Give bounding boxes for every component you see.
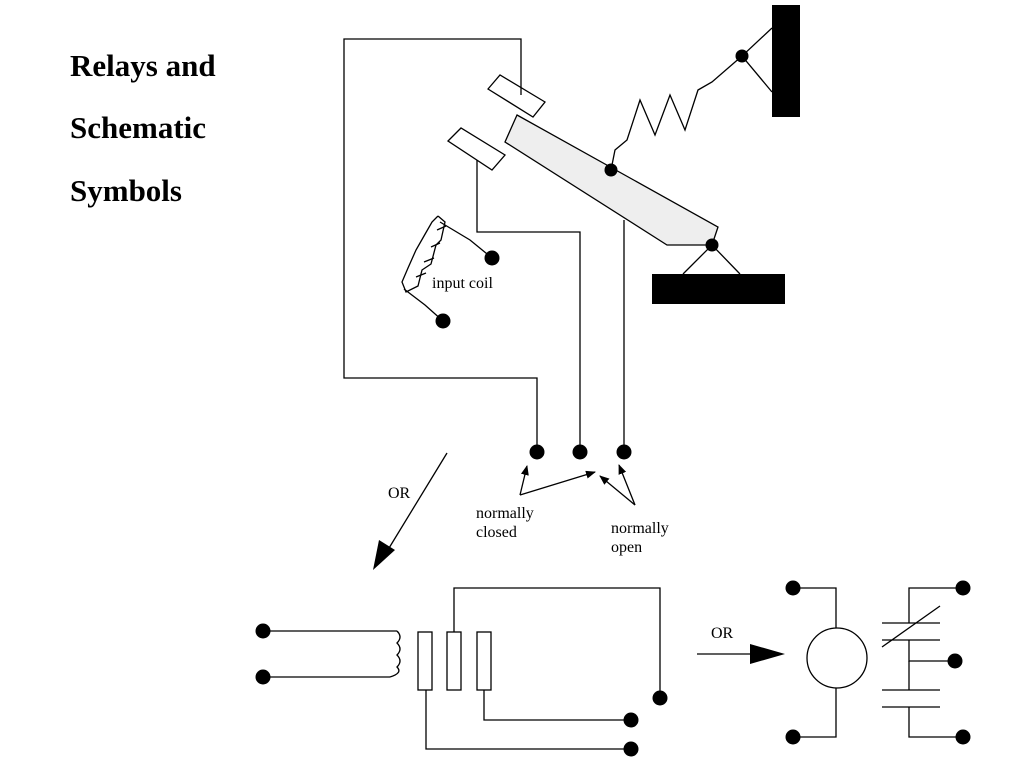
coil-lead-bottom — [403, 288, 444, 322]
coil-terminal-bottom — [435, 313, 451, 329]
schematic-coil-terminal-bottom — [785, 729, 801, 745]
wire-middle-bar — [453, 587, 661, 698]
or-label-1: OR — [388, 485, 411, 502]
schematic-terminal-nc — [955, 580, 971, 596]
coil-terminal-lower — [255, 669, 271, 685]
schematic-coil-terminal-top — [785, 580, 801, 596]
nc-pointer — [519, 465, 529, 496]
normally-open-label-2: open — [611, 539, 642, 556]
no-pointer — [618, 464, 636, 506]
schematic-relay-symbol — [785, 580, 971, 745]
or-label-2: OR — [711, 625, 734, 642]
wire-right-bar — [483, 690, 631, 721]
wire-left-bar — [425, 690, 631, 750]
contact-bar-right — [476, 631, 492, 691]
or-arrow-horizontal-head — [750, 644, 785, 664]
semi-pictorial-relay — [255, 587, 668, 757]
pictorial-relay — [343, 5, 800, 506]
input-coil — [401, 215, 493, 322]
coil-circle — [806, 627, 868, 689]
title-line-2: Schematic — [70, 110, 207, 145]
coil-terminal-top — [484, 250, 500, 266]
semi-terminal-3 — [623, 741, 639, 757]
normally-closed-label-2: closed — [476, 524, 517, 541]
coil-winding — [389, 630, 401, 678]
input-coil-label: input coil — [432, 275, 493, 292]
coil-terminal-upper — [255, 623, 271, 639]
title-line-3: Symbols — [70, 173, 182, 208]
semi-terminal-1 — [652, 690, 668, 706]
contact-bar-middle — [446, 631, 462, 691]
or-arrow-diagonal — [373, 452, 448, 570]
spring — [610, 55, 743, 171]
upper-contact-plate — [487, 74, 546, 118]
armature — [504, 114, 719, 246]
terminal-common — [572, 444, 588, 460]
nc-contact-wire-top — [908, 587, 963, 623]
no-contact-wire-bottom — [908, 707, 963, 738]
or-arrow-diagonal-head — [373, 540, 395, 570]
nc-contact-slash — [881, 605, 941, 648]
coil-lead-top — [439, 221, 493, 259]
common-wire — [908, 640, 955, 662]
coil-winding-outline — [401, 215, 446, 293]
semi-terminal-2 — [623, 712, 639, 728]
wire-lower-contact — [476, 160, 581, 452]
contact-bar-left — [417, 631, 433, 691]
terminal-nc — [529, 444, 545, 460]
coil-lead-bottom-schematic — [793, 688, 837, 738]
armature-pivot-pin — [705, 238, 719, 252]
normally-closed-label-1: normally — [476, 505, 534, 522]
armature-spring-pin — [604, 163, 618, 177]
nc-pointer-2 — [519, 470, 596, 496]
title-line-1: Relays and — [70, 48, 216, 83]
wire-upper-contact — [343, 38, 538, 452]
floor-mount — [652, 274, 785, 304]
terminal-no — [616, 444, 632, 460]
normally-open-label-1: normally — [611, 520, 669, 537]
coil-lead-top-schematic — [793, 587, 837, 628]
schematic-terminal-no — [955, 729, 971, 745]
schematic-terminal-common — [947, 653, 963, 669]
no-pointer-2 — [599, 475, 636, 506]
or-arrow-horizontal — [697, 644, 785, 664]
wall-mount — [772, 5, 800, 117]
